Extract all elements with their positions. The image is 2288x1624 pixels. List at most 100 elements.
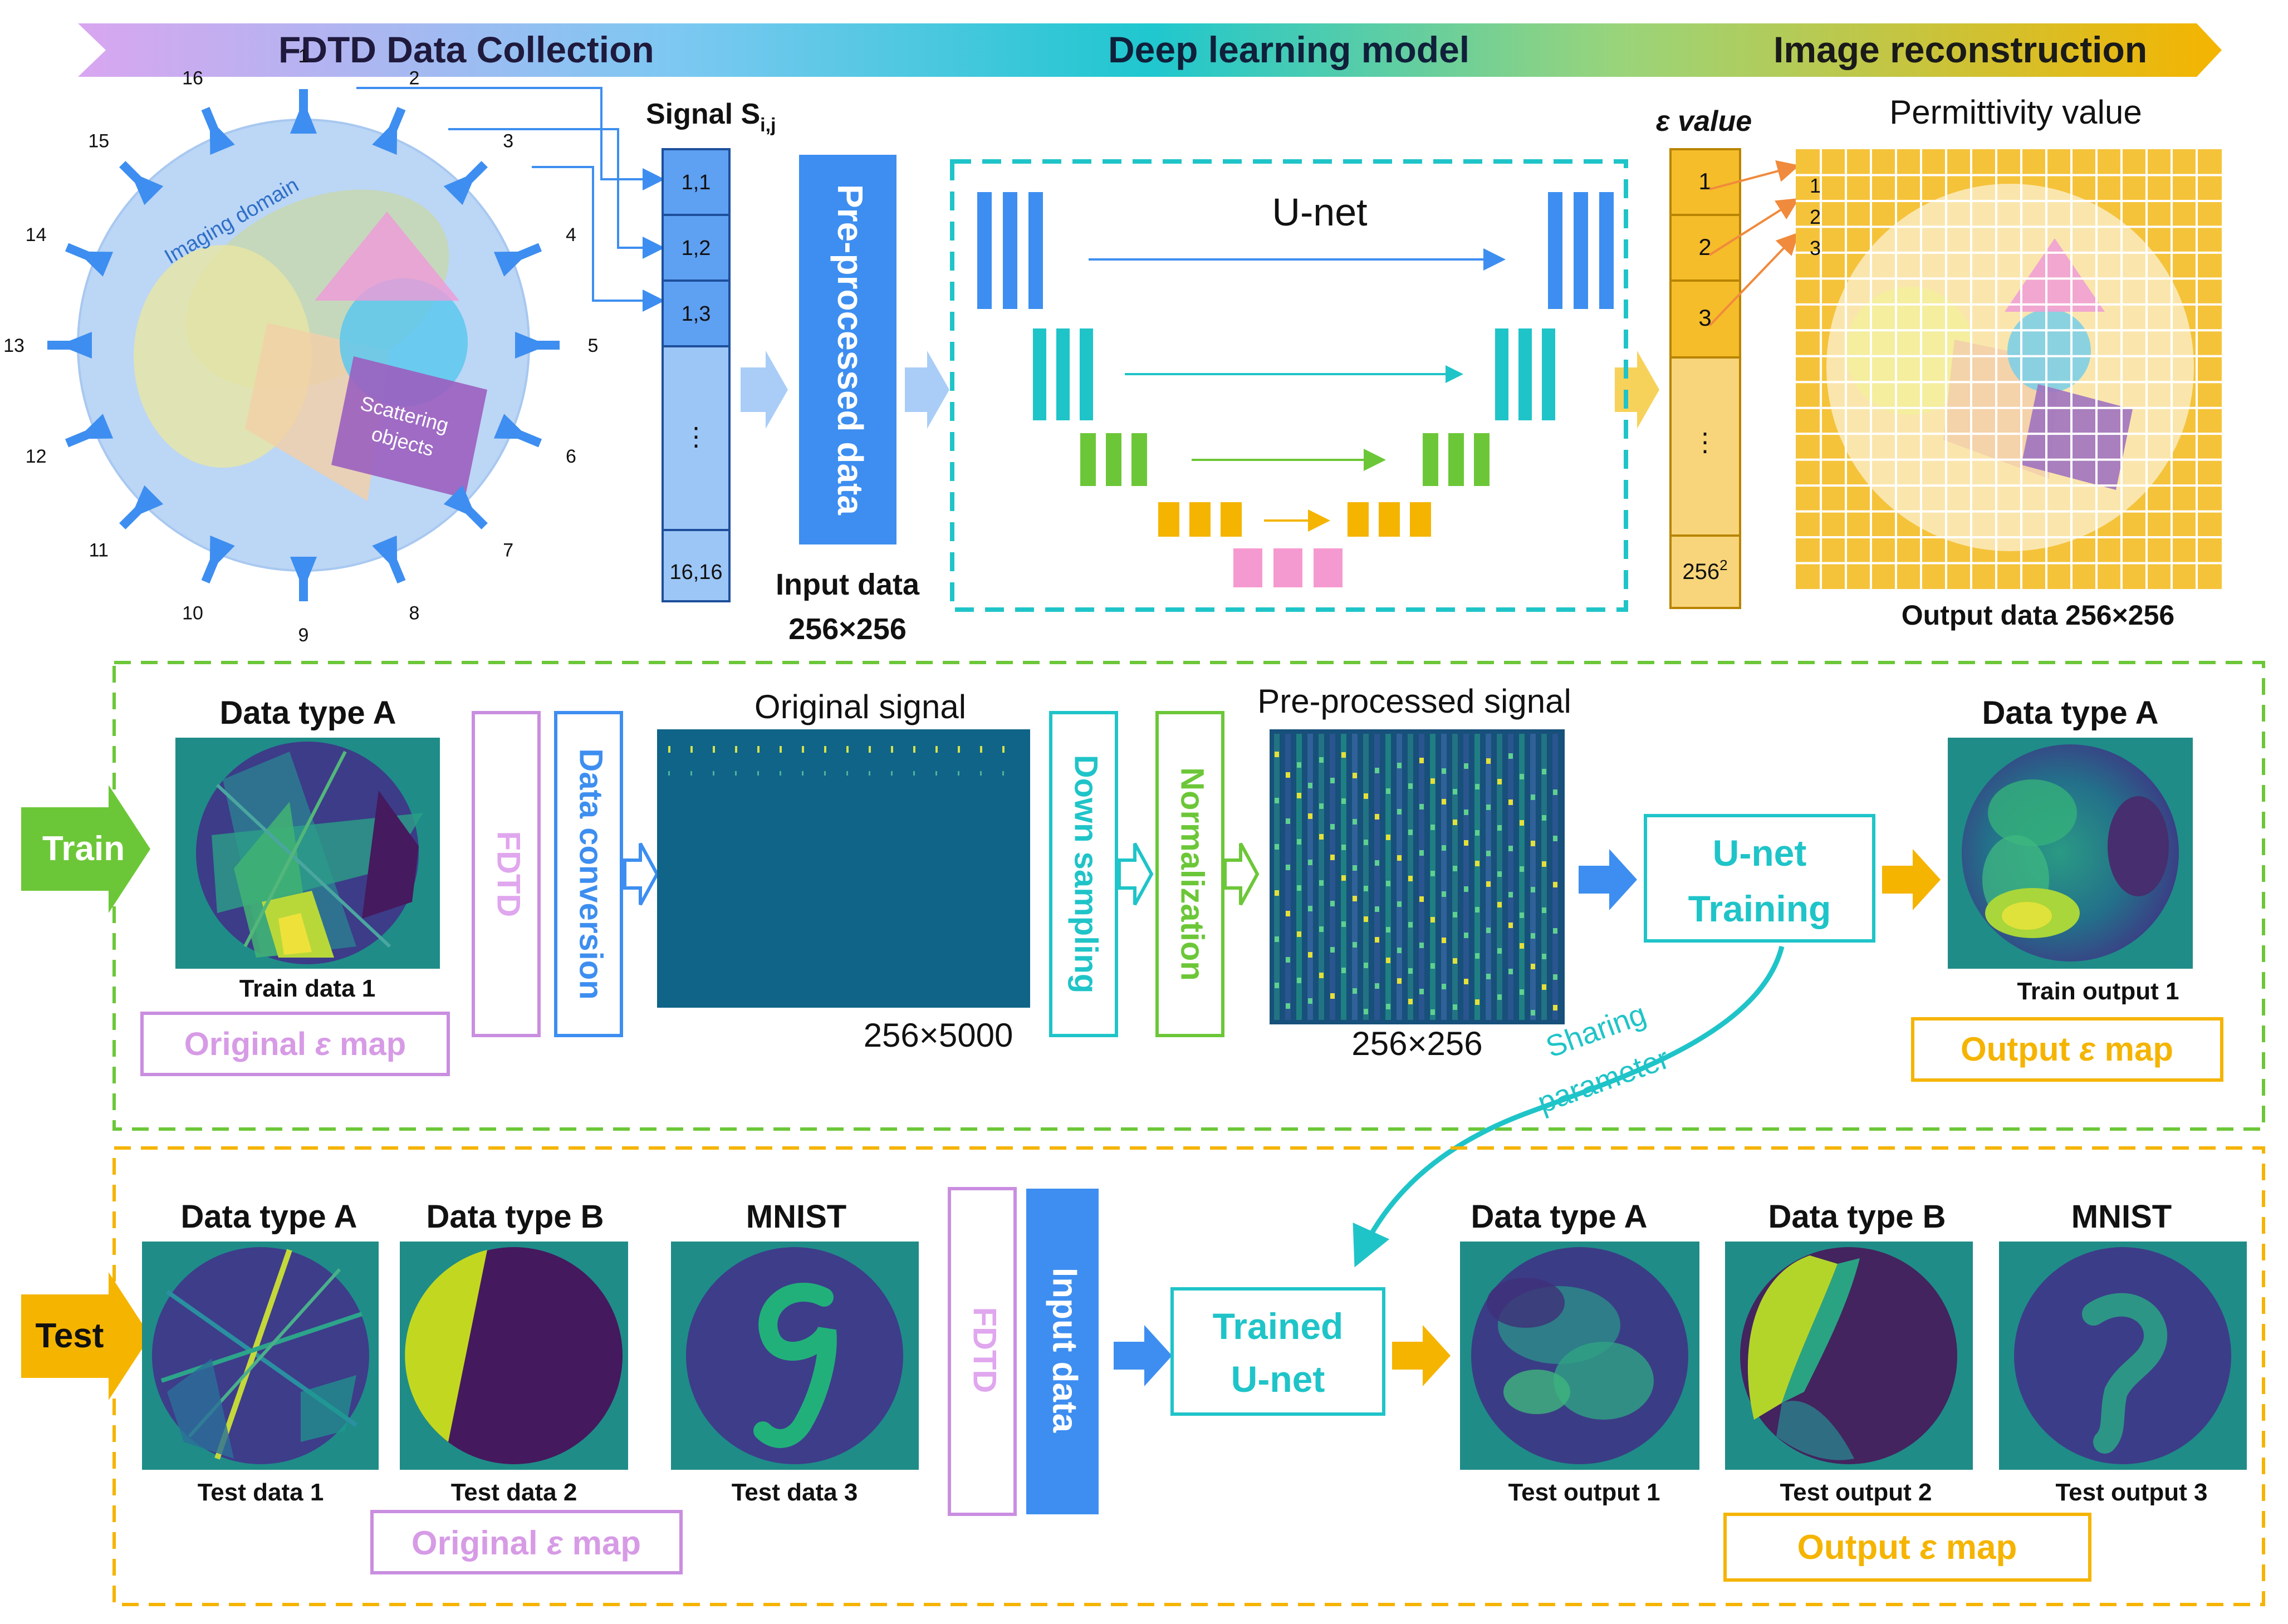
signal-speck (1386, 1004, 1390, 1009)
signal-speck (1508, 892, 1513, 897)
signal-speck (1353, 865, 1357, 871)
signal-pulse (735, 771, 737, 776)
train-label: Train (42, 830, 125, 868)
signal-column-stripe (1385, 734, 1391, 1020)
signal-pulse (869, 746, 871, 753)
signal-column-stripe (1452, 734, 1458, 1020)
signal-speck (1275, 798, 1279, 803)
signal-speck (1275, 844, 1279, 850)
eps-cell-2-text: 2 (1698, 234, 1711, 260)
signal-speck (1330, 947, 1335, 953)
signal-speck (1497, 994, 1502, 1000)
signal-speck (1430, 963, 1435, 969)
preprocessed-signal-size: 256×256 (1351, 1025, 1482, 1062)
unet-title: U-net (1272, 190, 1367, 234)
train-arrow-downsampling (1118, 842, 1154, 906)
grid-shape-cyan (2007, 309, 2091, 392)
signal-speck (1442, 891, 1446, 897)
signal-speck (1364, 840, 1368, 845)
signal-cell-last-text: 16,16 (669, 561, 722, 584)
unet-layer-bar (1221, 502, 1242, 537)
unet-layer-bar (977, 192, 992, 309)
normalization-box (1155, 711, 1224, 1037)
signal-speck (1364, 916, 1368, 922)
signal-speck (1353, 942, 1357, 948)
antenna-number: 14 (26, 224, 47, 246)
test-type-a-title: Data type A (181, 1199, 357, 1235)
signal-speck (1330, 901, 1335, 906)
signal-speck (1531, 887, 1535, 892)
train-original-map-box (140, 1012, 450, 1076)
signal-speck (1520, 774, 1524, 779)
signal-speck (1453, 866, 1457, 871)
signal-speck (1542, 861, 1546, 867)
signal-speck (1520, 866, 1524, 872)
signal-speck (1419, 943, 1424, 948)
stage-banner: FDTD Data Collection Deep learning model… (78, 23, 2222, 77)
original-signal-pulses (668, 746, 1005, 776)
signal-speck (1308, 813, 1312, 819)
test-input-map-a (142, 1242, 379, 1470)
preprocessed-data-block: Pre-processed data Input data 256×256 (776, 155, 920, 646)
signal-speck (1330, 778, 1335, 783)
signal-speck (1430, 871, 1435, 876)
output-data-label: Output data 256×256 (1902, 600, 2174, 631)
train-data-conversion-box (554, 711, 623, 1037)
signal-speck (1419, 758, 1424, 763)
grid-shape-pink (2005, 238, 2105, 312)
unet-layer-bar (1599, 192, 1614, 309)
signal-speck (1464, 840, 1468, 846)
unet-layer-bar (1106, 433, 1121, 486)
signal-speck (1542, 769, 1546, 774)
eps-cell-1-text: 1 (1698, 168, 1711, 194)
unet-training-box (1644, 814, 1875, 943)
test-fdtd-box (948, 1187, 1017, 1516)
stage-title-reconstruction: Image reconstruction (1773, 29, 2147, 70)
test-output-map-a (1460, 1242, 1699, 1470)
connector-2 (448, 128, 665, 259)
train-input-map (175, 738, 440, 969)
preprocessed-data-bar (799, 155, 896, 544)
signal-speck (1341, 875, 1346, 881)
test-output-map-b (1725, 1242, 1973, 1470)
signal-pulse (690, 771, 692, 776)
train-arrow-conversion (623, 842, 659, 906)
signal-speck (1442, 938, 1446, 943)
test-section: Test Data type A Test data 1 Data type B… (21, 1146, 2265, 1606)
signal-pulse (846, 771, 848, 776)
signal-speck (1475, 861, 1479, 866)
signal-speck (1397, 948, 1402, 953)
antenna-icon (443, 161, 488, 205)
test-input-map-mnist (671, 1242, 919, 1470)
signal-speck (1275, 983, 1279, 988)
signal-speck (1286, 772, 1290, 778)
test-data-caption-2: Test data 2 (451, 1479, 577, 1506)
test-out-mnist-title: MNIST (2071, 1199, 2172, 1235)
signal-speck (1419, 989, 1424, 994)
signal-column-stripe (1274, 734, 1280, 1020)
unet-bottleneck-bar (1273, 548, 1302, 587)
signal-speck (1286, 818, 1290, 824)
signal-column-stripe (1363, 734, 1369, 1020)
original-signal-image (657, 729, 1030, 1008)
train-original-map-label: Original ε map (184, 1026, 406, 1062)
signal-speck (1341, 845, 1346, 850)
signal-speck (1508, 923, 1513, 928)
original-signal-size: 256×5000 (864, 1017, 1013, 1054)
signal-speck (1397, 809, 1402, 815)
eps-cell-last (1669, 534, 1741, 609)
signal-speck (1464, 933, 1468, 938)
perm-number-1: 1 (1810, 174, 1821, 197)
signal-speck (1308, 906, 1312, 911)
preprocessed-signal-columns (1274, 734, 1558, 1020)
signal-speck (1375, 814, 1379, 820)
test-arrow (21, 1272, 150, 1400)
grid-lines (1796, 149, 2222, 589)
antenna-number: 7 (503, 540, 513, 561)
antenna-number: 13 (3, 335, 25, 356)
signal-speck (1297, 839, 1301, 845)
signal-speck (1319, 926, 1324, 932)
signal-speck (1375, 937, 1379, 943)
connector-1 (356, 87, 665, 190)
signal-label: Signal Si,j (646, 98, 776, 136)
